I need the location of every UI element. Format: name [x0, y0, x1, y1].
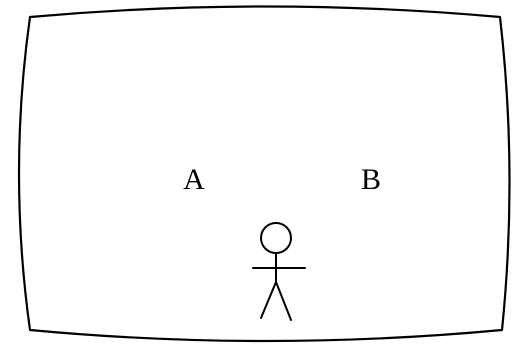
screen-frame [17, 5, 511, 343]
label-a: A [183, 163, 205, 196]
stick-figure-head [260, 222, 292, 254]
stick-figure-icon [252, 222, 306, 321]
stick-figure-left-leg [260, 281, 277, 319]
stick-figure-right-leg [275, 281, 292, 321]
label-b: B [361, 163, 381, 196]
